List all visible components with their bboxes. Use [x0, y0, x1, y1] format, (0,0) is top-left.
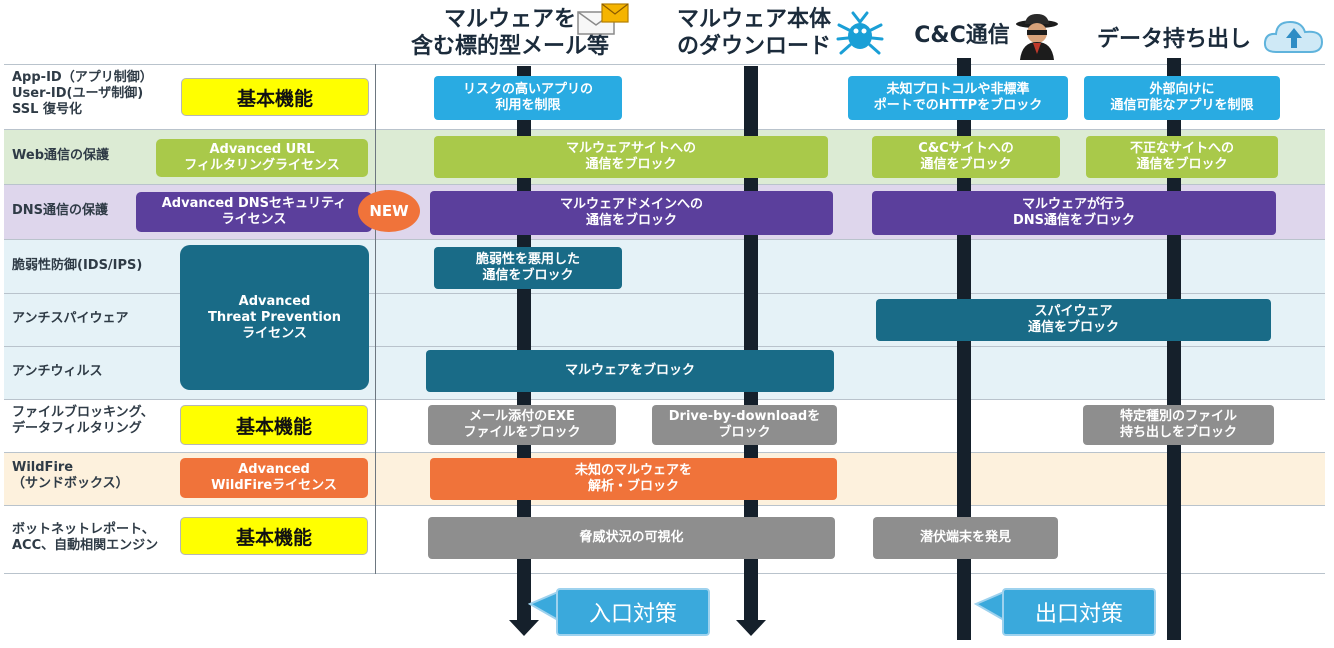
- column-divider: [375, 64, 376, 574]
- row-label-web: Web通信の保護: [12, 148, 109, 163]
- cell-bad-site: 不正なサイトへの 通信をブロック: [1086, 136, 1278, 178]
- callout-exit-defense: 出口対策: [1002, 588, 1156, 636]
- cell-spyware: スパイウェア 通信をブロック: [876, 299, 1271, 341]
- cell-malware-domain: マルウェアドメインへの 通信をブロック: [430, 191, 833, 235]
- cell-malware-dns: マルウェアが行う DNS通信をブロック: [872, 191, 1276, 235]
- license-threat-prevention: Advanced Threat Prevention ライセンス: [180, 245, 369, 390]
- row-divider: [4, 452, 1325, 453]
- cell-wildfire: 未知のマルウェアを 解析・ブロック: [430, 458, 837, 500]
- header-download: マルウェア本体 のダウンロード: [676, 7, 831, 59]
- license-advanced-url: Advanced URL フィルタリングライセンス: [156, 139, 368, 177]
- row-divider: [4, 293, 1325, 294]
- callout-entry-defense: 入口対策: [556, 588, 710, 636]
- cell-unknown-protocol: 未知プロトコルや非標準 ポートでのHTTPをブロック: [848, 76, 1068, 120]
- row-label-appid: App-ID（アプリ制御） User-ID(ユーザ制御) SSL 復号化: [12, 70, 153, 117]
- header-exfil: データ持ち出し: [1096, 27, 1251, 52]
- cell-external-apps: 外部向けに 通信可能なアプリを制限: [1084, 76, 1280, 120]
- cell-antivirus: マルウェアをブロック: [426, 350, 834, 392]
- cell-cnc-site: C&Cサイトへの 通信をブロック: [872, 136, 1060, 178]
- row-divider: [4, 399, 1325, 400]
- cell-drive-by-download: Drive-by-downloadを ブロック: [652, 405, 837, 445]
- cell-risky-apps: リスクの高いアプリの 利用を制限: [434, 76, 622, 120]
- envelope-icon: [577, 3, 629, 35]
- row-divider: [4, 64, 1325, 65]
- row-label-filter: ファイルブロッキング、 データフィルタリング: [12, 405, 154, 436]
- row-divider: [4, 346, 1325, 347]
- cell-file-exfil: 特定種別のファイル 持ち出しをブロック: [1083, 405, 1274, 445]
- license-basic-botnet: 基本機能: [180, 517, 368, 555]
- bug-icon: [836, 11, 884, 55]
- cloud-upload-icon: [1263, 20, 1324, 53]
- header-email-attack: マルウェアを 含む標的型メール等: [410, 7, 609, 59]
- row-label-botnet: ボットネットレポート、 ACC、自動相関エンジン: [12, 522, 159, 553]
- new-badge: NEW: [358, 190, 420, 232]
- cell-vulnerability: 脆弱性を悪用した 通信をブロック: [434, 247, 622, 289]
- row-divider: [4, 573, 1325, 574]
- cell-visualization: 脅威状況の可視化: [428, 517, 835, 559]
- flow-arrowhead: [509, 620, 539, 636]
- header-cnc: C&C通信: [914, 23, 1010, 48]
- row-divider: [4, 505, 1325, 506]
- row-label-dns: DNS通信の保護: [12, 203, 109, 218]
- spy-icon: [1016, 14, 1058, 60]
- license-advanced-dns: Advanced DNSセキュリティ ライセンス: [136, 192, 372, 232]
- row-divider: [4, 239, 1325, 240]
- cell-exe-block: メール添付のEXE ファイルをブロック: [428, 405, 616, 445]
- row-divider: [4, 129, 1325, 130]
- row-label-ips: 脆弱性防御(IDS/IPS): [12, 258, 143, 273]
- cell-malware-site: マルウェアサイトへの 通信をブロック: [434, 136, 828, 178]
- license-basic-appid: 基本機能: [181, 78, 369, 116]
- license-advanced-wildfire: Advanced WildFireライセンス: [180, 458, 368, 498]
- row-label-wildfire: WildFire （サンドボックス）: [12, 460, 129, 491]
- cell-latent-host: 潜伏端末を発見: [873, 517, 1058, 559]
- license-basic-filter: 基本機能: [180, 405, 368, 445]
- row-label-spyware: アンチスパイウェア: [12, 311, 129, 326]
- row-label-av: アンチウィルス: [12, 364, 103, 379]
- flow-arrowhead: [736, 620, 766, 636]
- row-divider: [4, 184, 1325, 185]
